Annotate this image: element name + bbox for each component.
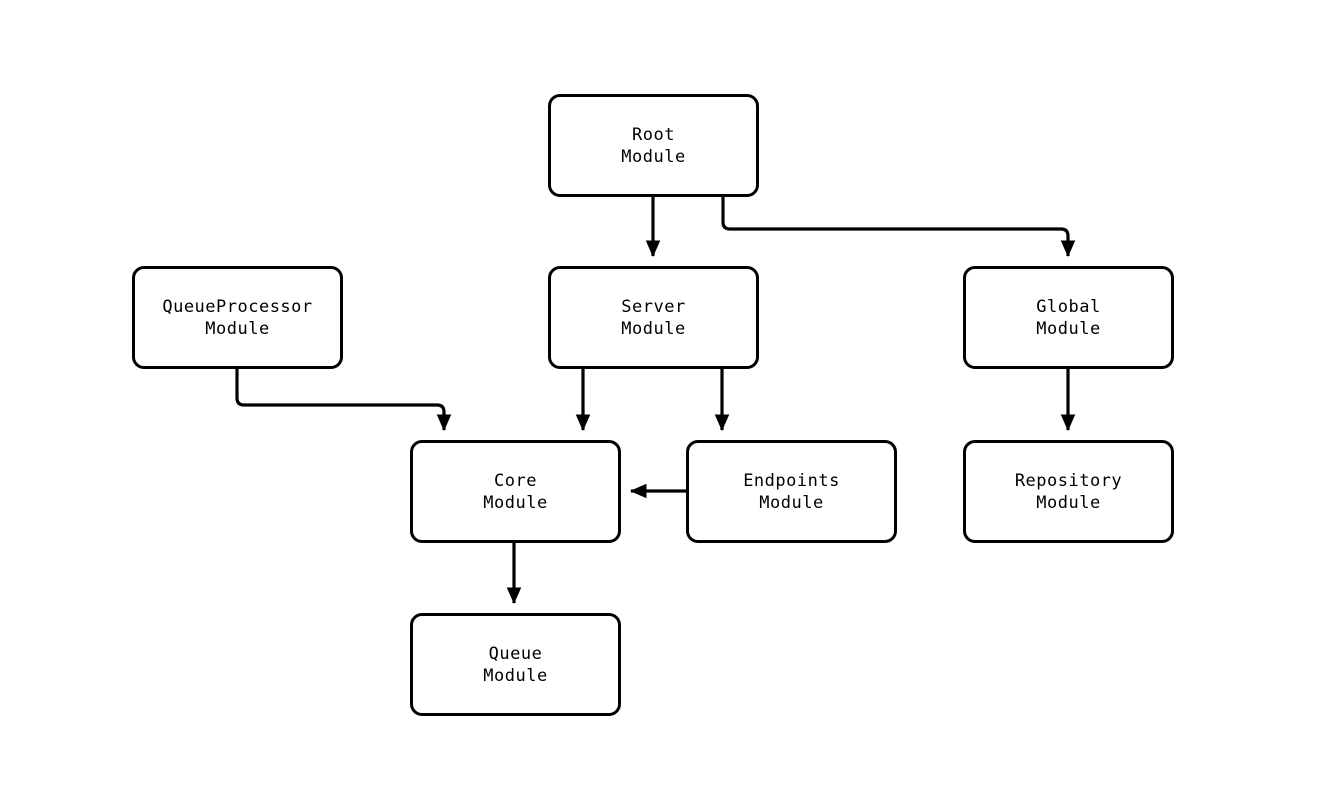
node-queue-line1: Queue — [488, 643, 543, 664]
edge-root-global — [721, 197, 1076, 257]
node-core-line2: Module — [483, 492, 548, 513]
node-server-line2: Module — [621, 318, 686, 339]
edge-queueprocessor-core — [235, 369, 452, 431]
node-queue-line2: Module — [483, 665, 548, 686]
node-endpoints-line2: Module — [759, 492, 824, 513]
node-global-line2: Module — [1036, 318, 1101, 339]
node-root-line1: Root — [632, 124, 675, 145]
node-server-line1: Server — [621, 296, 686, 317]
node-global-line1: Global — [1036, 296, 1101, 317]
node-core-line1: Core — [494, 470, 537, 491]
node-repository-line1: Repository — [1014, 470, 1123, 491]
node-repository-line2: Module — [1036, 492, 1101, 513]
node-endpoints-line1: Endpoints — [743, 470, 840, 491]
node-queueprocessor-line1: QueueProcessor — [162, 296, 313, 317]
node-queueprocessor-line2: Module — [205, 318, 270, 339]
node-root-line2: Module — [621, 146, 686, 167]
